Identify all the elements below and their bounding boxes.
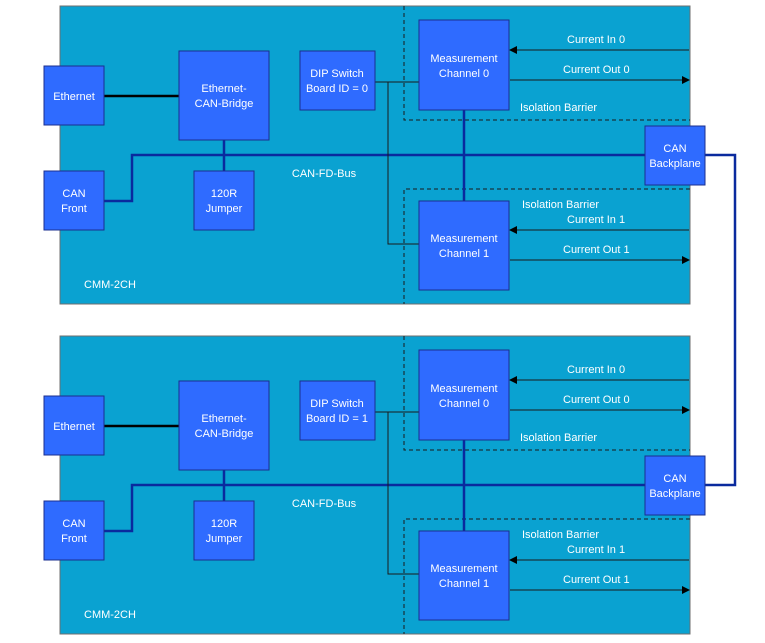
isolation-barrier-label-1: Isolation Barrier xyxy=(522,529,599,541)
svg-text:CAN-Bridge: CAN-Bridge xyxy=(195,428,254,440)
svg-text:Measurement: Measurement xyxy=(430,383,497,395)
svg-text:CAN: CAN xyxy=(663,473,686,485)
jumper-120r: 120R Jumper xyxy=(193,500,255,561)
svg-text:Board ID = 1: Board ID = 1 xyxy=(306,413,368,425)
svg-text:Ethernet-: Ethernet- xyxy=(201,83,247,95)
svg-text:CAN: CAN xyxy=(62,518,85,530)
svg-text:Jumper: Jumper xyxy=(206,533,243,545)
svg-text:Ethernet: Ethernet xyxy=(53,421,95,433)
svg-text:Measurement: Measurement xyxy=(430,53,497,65)
svg-text:Ethernet-: Ethernet- xyxy=(201,413,247,425)
svg-text:CAN-Bridge: CAN-Bridge xyxy=(195,98,254,110)
dip-switch: DIP Switch Board ID = 1 xyxy=(299,380,376,441)
svg-text:Measurement: Measurement xyxy=(430,233,497,245)
isolation-barrier-line-0 xyxy=(403,336,690,451)
can-front-port: CAN Front xyxy=(43,170,105,231)
svg-text:120R: 120R xyxy=(211,518,237,530)
svg-text:CAN: CAN xyxy=(663,143,686,155)
board-name: CMM-2CH xyxy=(84,279,136,291)
board-name: CMM-2CH xyxy=(84,609,136,621)
ethernet-port: Ethernet xyxy=(43,395,105,456)
measurement-channel-0: Measurement Channel 0 xyxy=(418,349,510,441)
isolation-barrier-label-1: Isolation Barrier xyxy=(522,199,599,211)
svg-text:Channel 0: Channel 0 xyxy=(439,68,489,80)
current-out-1-label: Current Out 1 xyxy=(563,574,630,586)
dip-ch1-link xyxy=(387,82,419,245)
can-backplane: CAN Backplane xyxy=(644,125,706,186)
current-out-1-label: Current Out 1 xyxy=(563,244,630,256)
ethernet-port: Ethernet xyxy=(43,65,105,126)
svg-text:Board ID = 0: Board ID = 0 xyxy=(306,83,368,95)
current-out-0-label: Current Out 0 xyxy=(563,64,630,76)
current-out-0-label: Current Out 0 xyxy=(563,394,630,406)
svg-text:Backplane: Backplane xyxy=(649,488,700,500)
can-front-port: CAN Front xyxy=(43,500,105,561)
jumper-120r: 120R Jumper xyxy=(193,170,255,231)
can-fd-bus-label: CAN-FD-Bus xyxy=(292,168,357,180)
measurement-channel-1: Measurement Channel 1 xyxy=(418,200,510,291)
ethernet-can-bridge: Ethernet- CAN-Bridge xyxy=(178,50,270,141)
can-fd-bus-label: CAN-FD-Bus xyxy=(292,498,357,510)
current-in-0-label: Current In 0 xyxy=(567,34,625,46)
svg-text:Front: Front xyxy=(61,533,87,545)
isolation-barrier-line-0 xyxy=(403,6,690,121)
dip-ch1-link xyxy=(387,412,419,575)
svg-text:Backplane: Backplane xyxy=(649,158,700,170)
measurement-channel-1: Measurement Channel 1 xyxy=(418,530,510,621)
isolation-barrier-label-0: Isolation Barrier xyxy=(520,102,597,114)
backplane-link xyxy=(705,153,737,487)
board-1: Ethernet CAN Front Ethernet- CAN-Bridge … xyxy=(43,335,706,635)
svg-text:Jumper: Jumper xyxy=(206,203,243,215)
svg-text:DIP Switch: DIP Switch xyxy=(310,398,364,410)
isolation-barrier-label-0: Isolation Barrier xyxy=(520,432,597,444)
svg-text:Channel 1: Channel 1 xyxy=(439,248,489,260)
svg-text:120R: 120R xyxy=(211,188,237,200)
svg-text:DIP Switch: DIP Switch xyxy=(310,68,364,80)
current-in-1-label: Current In 1 xyxy=(567,214,625,226)
measurement-channel-0: Measurement Channel 0 xyxy=(418,19,510,111)
ethernet-can-bridge: Ethernet- CAN-Bridge xyxy=(178,380,270,471)
svg-text:Front: Front xyxy=(61,203,87,215)
current-in-0-label: Current In 0 xyxy=(567,364,625,376)
svg-text:Channel 0: Channel 0 xyxy=(439,398,489,410)
svg-text:Channel 1: Channel 1 xyxy=(439,578,489,590)
svg-text:Ethernet: Ethernet xyxy=(53,91,95,103)
can-backplane: CAN Backplane xyxy=(644,455,706,516)
svg-text:CAN: CAN xyxy=(62,188,85,200)
svg-text:Measurement: Measurement xyxy=(430,563,497,575)
current-in-1-label: Current In 1 xyxy=(567,544,625,556)
board-0: Ethernet CAN Front Ethernet- CAN-Bridge … xyxy=(43,5,706,305)
dip-switch: DIP Switch Board ID = 0 xyxy=(299,50,376,111)
